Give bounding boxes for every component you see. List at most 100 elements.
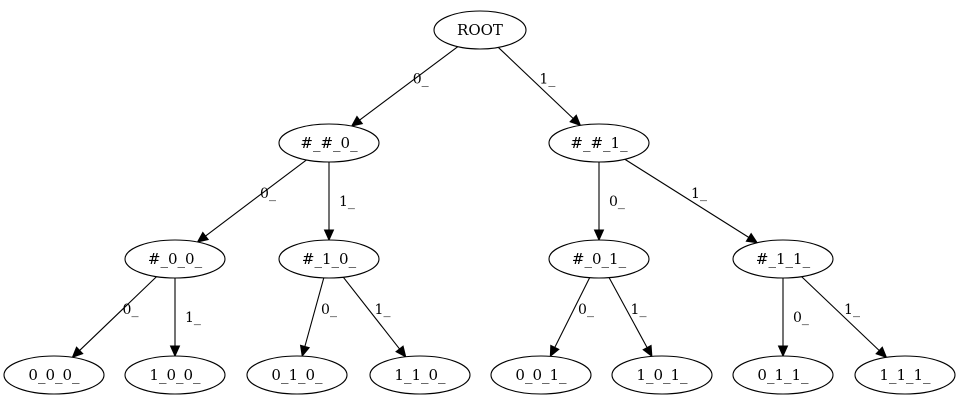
node-h0: #_#_0_ [278, 123, 380, 163]
node-ellipse [854, 355, 956, 395]
node-ellipse [124, 239, 226, 279]
edge-h1-to-h11: 1_ [624, 158, 759, 244]
edge-h00-to-l100: 1_ [169, 278, 201, 358]
edge-label: 1_ [375, 302, 391, 318]
edge-label: 0_ [123, 302, 139, 318]
arrowhead-icon [71, 346, 84, 359]
node-l100: 1_0_0_ [124, 355, 226, 395]
edge-h11-to-l111: 1_ [801, 276, 888, 359]
edges-layer: 0_ 1_ 0_ 1_ 0_ 1_ 0_ 1_ 0_ 1_ 0_ 1_ 0_ 1_ [71, 46, 888, 359]
edge-line [342, 276, 400, 350]
node-label: 1_0_0_ [149, 366, 201, 384]
node-label: 1_0_1_ [636, 366, 688, 384]
node-label: #_#_0_ [300, 134, 358, 152]
arrowhead-icon [593, 229, 605, 242]
node-label: 0_1_1_ [757, 366, 809, 384]
edge-label: 0_ [609, 194, 625, 210]
node-h10: #_1_0_ [278, 239, 380, 279]
edge-h1-to-h01: 0_ [593, 162, 625, 242]
edge-h01-to-l101: 1_ [608, 277, 653, 358]
edge-line [304, 277, 325, 347]
node-l111: 1_1_1_ [854, 355, 956, 395]
node-ellipse [3, 355, 105, 395]
node-l011: 0_1_1_ [732, 355, 834, 395]
node-label: ROOT [457, 21, 503, 39]
edge-h01-to-l001: 0_ [549, 277, 594, 358]
edge-label: 1_ [339, 194, 355, 210]
arrowhead-icon [642, 344, 653, 358]
node-ellipse [548, 239, 650, 279]
nodes-layer: ROOT #_#_0_ #_#_1_ #_0_0_ #_1_0_ #_0_1_ #_1_1_… [3, 10, 956, 395]
node-h00: #_0_0_ [124, 239, 226, 279]
node-label: 0_1_0_ [271, 366, 323, 384]
edge-h10-to-l110: 1_ [342, 276, 407, 358]
edge-line [79, 276, 157, 351]
node-label: #_1_0_ [302, 250, 357, 268]
node-l110: 1_1_0_ [369, 355, 471, 395]
edge-line [205, 159, 307, 237]
node-l101: 1_0_1_ [611, 355, 713, 395]
node-ellipse [490, 355, 592, 395]
edge-line [497, 47, 574, 119]
node-label: #_#_1_ [570, 134, 628, 152]
edge-h10-to-l010: 0_ [299, 277, 337, 358]
edge-root-to-h1: 1_ [497, 47, 582, 127]
node-ellipse [124, 355, 226, 395]
arrowhead-icon [350, 115, 364, 127]
edge-label: 1_ [844, 302, 860, 318]
arrowhead-icon [777, 345, 789, 358]
arrowhead-icon [196, 231, 210, 243]
arrowhead-icon [323, 229, 335, 242]
node-ellipse [369, 355, 471, 395]
node-label: 1_1_0_ [394, 366, 446, 384]
arrowhead-icon [745, 232, 759, 244]
edge-line [624, 158, 750, 238]
node-ellipse [278, 123, 380, 163]
edge-label: 1_ [185, 310, 201, 326]
edge-label: 0_ [413, 71, 429, 87]
edge-h11-to-l011: 0_ [777, 278, 809, 358]
node-label: 1_1_1_ [879, 366, 931, 384]
node-ellipse [611, 355, 713, 395]
edge-label: 0_ [321, 302, 337, 318]
node-ellipse [246, 355, 348, 395]
node-ellipse [548, 123, 650, 163]
arrowhead-icon [875, 346, 888, 359]
edge-line [801, 276, 880, 351]
arrowhead-icon [569, 114, 582, 127]
node-l001: 0_0_1_ [490, 355, 592, 395]
node-l000: 0_0_0_ [3, 355, 105, 395]
node-label: #_0_1_ [572, 250, 627, 268]
node-ellipse [278, 239, 380, 279]
arrowhead-icon [395, 345, 407, 358]
node-ellipse [732, 239, 834, 279]
edge-label: 0_ [793, 310, 809, 326]
node-label: 0_0_1_ [515, 366, 567, 384]
node-l010: 0_1_0_ [246, 355, 348, 395]
edge-h00-to-l000: 0_ [71, 276, 157, 359]
arrowhead-icon [549, 344, 560, 358]
edge-line [608, 277, 648, 348]
node-ellipse [433, 10, 527, 50]
node-h01: #_0_1_ [548, 239, 650, 279]
node-root: ROOT [433, 10, 527, 50]
edge-h0-to-h10: 1_ [323, 162, 355, 242]
edge-h0-to-h00: 0_ [196, 159, 307, 243]
edge-label: 0_ [260, 186, 276, 202]
node-label: #_1_1_ [756, 250, 811, 268]
edge-label: 1_ [539, 71, 555, 87]
node-ellipse [732, 355, 834, 395]
node-label: #_0_0_ [148, 250, 203, 268]
arrowhead-icon [169, 345, 181, 358]
node-h1: #_#_1_ [548, 123, 650, 163]
edge-line [359, 46, 459, 121]
edge-label: 1_ [691, 186, 707, 202]
edge-line [554, 277, 591, 348]
node-h11: #_1_1_ [732, 239, 834, 279]
edge-label: 0_ [578, 302, 594, 318]
arrowhead-icon [299, 344, 311, 358]
edge-label: 1_ [631, 302, 647, 318]
node-label: 0_0_0_ [28, 366, 80, 384]
